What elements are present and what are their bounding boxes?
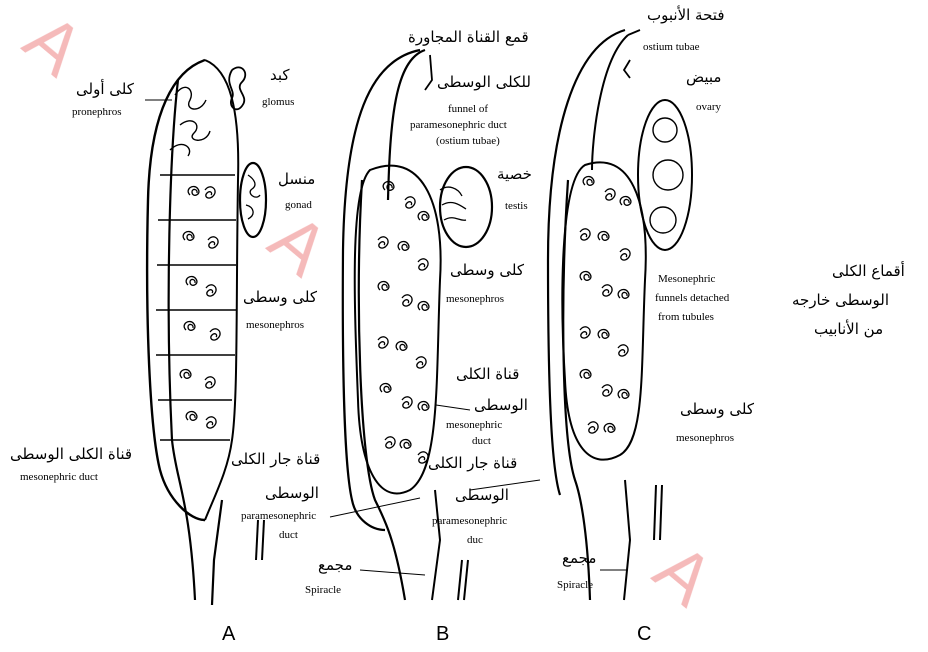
panel-label-c: C [637,624,651,644]
mesonephros-c-en-label: mesonephros [676,433,734,444]
spiracle-c-en-label: Spiracle [557,580,593,591]
paramesonephric-b-ar-label-1: قناة جار الكلى [231,452,320,467]
testis-ar-label: خصية [497,167,532,182]
ovary-en-label: ovary [696,102,721,113]
mesonephric-duct-a-ar-label: قناة الكلى الوسطى [10,447,132,462]
glomus-ar-label: كبد [270,68,290,83]
glomus-en-label: glomus [262,97,294,108]
mesonephric-duct-b [359,180,405,600]
mesonephric-duct-b-en-label-2: duct [472,436,491,447]
funnels-en-label-1: Mesonephric [658,274,715,285]
funnels-ar-label-2: الوسطى خارجه [792,293,889,308]
pronephros-en-label: pronephros [72,107,122,118]
mesonephric-duct-c [563,180,590,600]
panel-label-b: B [436,624,449,644]
parameso-c-ar-label-1: قناة جار الكلى [428,456,517,471]
panel-label-a: A [222,624,235,644]
funnels-en-label-3: from tubules [658,312,714,323]
parameso-c-ar-label-2: الوسطى [455,488,509,503]
spiracle-b-en-label: Spiracle [305,585,341,596]
paramesonephric-duct-c [592,35,628,170]
testis-en-label: testis [505,201,528,212]
ovary-ar-label: مبيض [686,70,721,85]
gonad-a [240,163,266,237]
watermark-glyph: A [9,0,97,91]
ostium-c-ar-label: فتحة الأنبوب [647,8,724,23]
gonad-en-label: gonad [285,200,312,211]
parameso-c-en-label-2: duc [467,535,483,546]
paramesonephric-b-ar-label-2: الوسطى [265,486,319,501]
watermark-glyph: A [254,199,342,291]
parameso-c-en-label-1: paramesonephric [432,516,507,527]
panel-a-drawing [147,60,266,605]
spiracle-b-ar-label: مجمع [318,558,352,573]
spiracle-c-ar-label: مجمع [562,551,596,566]
watermark-glyph: A [639,529,727,621]
mesonephric-duct-a [169,80,195,600]
testis-b [440,167,492,247]
funnel-b-ar-label-1: قمع القناة المجاورة [408,30,529,45]
ovary-c [638,100,692,250]
ostium-c-en-label: ostium tubae [643,42,700,53]
paramesonephric-b-en-label-1: paramesonephric [241,511,316,522]
glomus-shape [229,67,245,109]
funnels-en-label-2: funnels detached [655,293,729,304]
mesonephric-duct-b-en-label-1: mesonephric [446,420,502,431]
funnels-ar-label-1: أقماع الكلى [832,264,905,279]
funnel-b-en-label-3: (ostium tubae) [436,136,500,147]
gonad-ar-label: منسل [278,172,315,187]
mesonephric-duct-a-en-label: mesonephric duct [20,472,98,483]
mesonephros-a-ar-label: كلى وسطى [243,290,317,305]
pronephros-ar-label: كلى أولى [76,82,134,97]
mesonephros-a-en-label: mesonephros [246,320,304,331]
funnel-b-en-label-1: funnel of [448,104,488,115]
mesonephric-duct-b-ar-label-1: قناة الكلى [456,367,519,382]
funnels-ar-label-3: من الأنابيب [814,322,883,337]
paramesonephric-b-en-label-2: duct [279,530,298,541]
funnel-b-en-label-2: paramesonephric duct [410,120,507,131]
mesonephric-duct-b-ar-label-2: الوسطى [474,398,528,413]
funnel-b-ar-label-2: للكلى الوسطى [437,75,531,90]
mesonephros-c-ar-label: كلى وسطى [680,402,754,417]
mesonephros-b-ar-label: كلى وسطى [450,263,524,278]
mesonephros-b-en-label: mesonephros [446,294,504,305]
